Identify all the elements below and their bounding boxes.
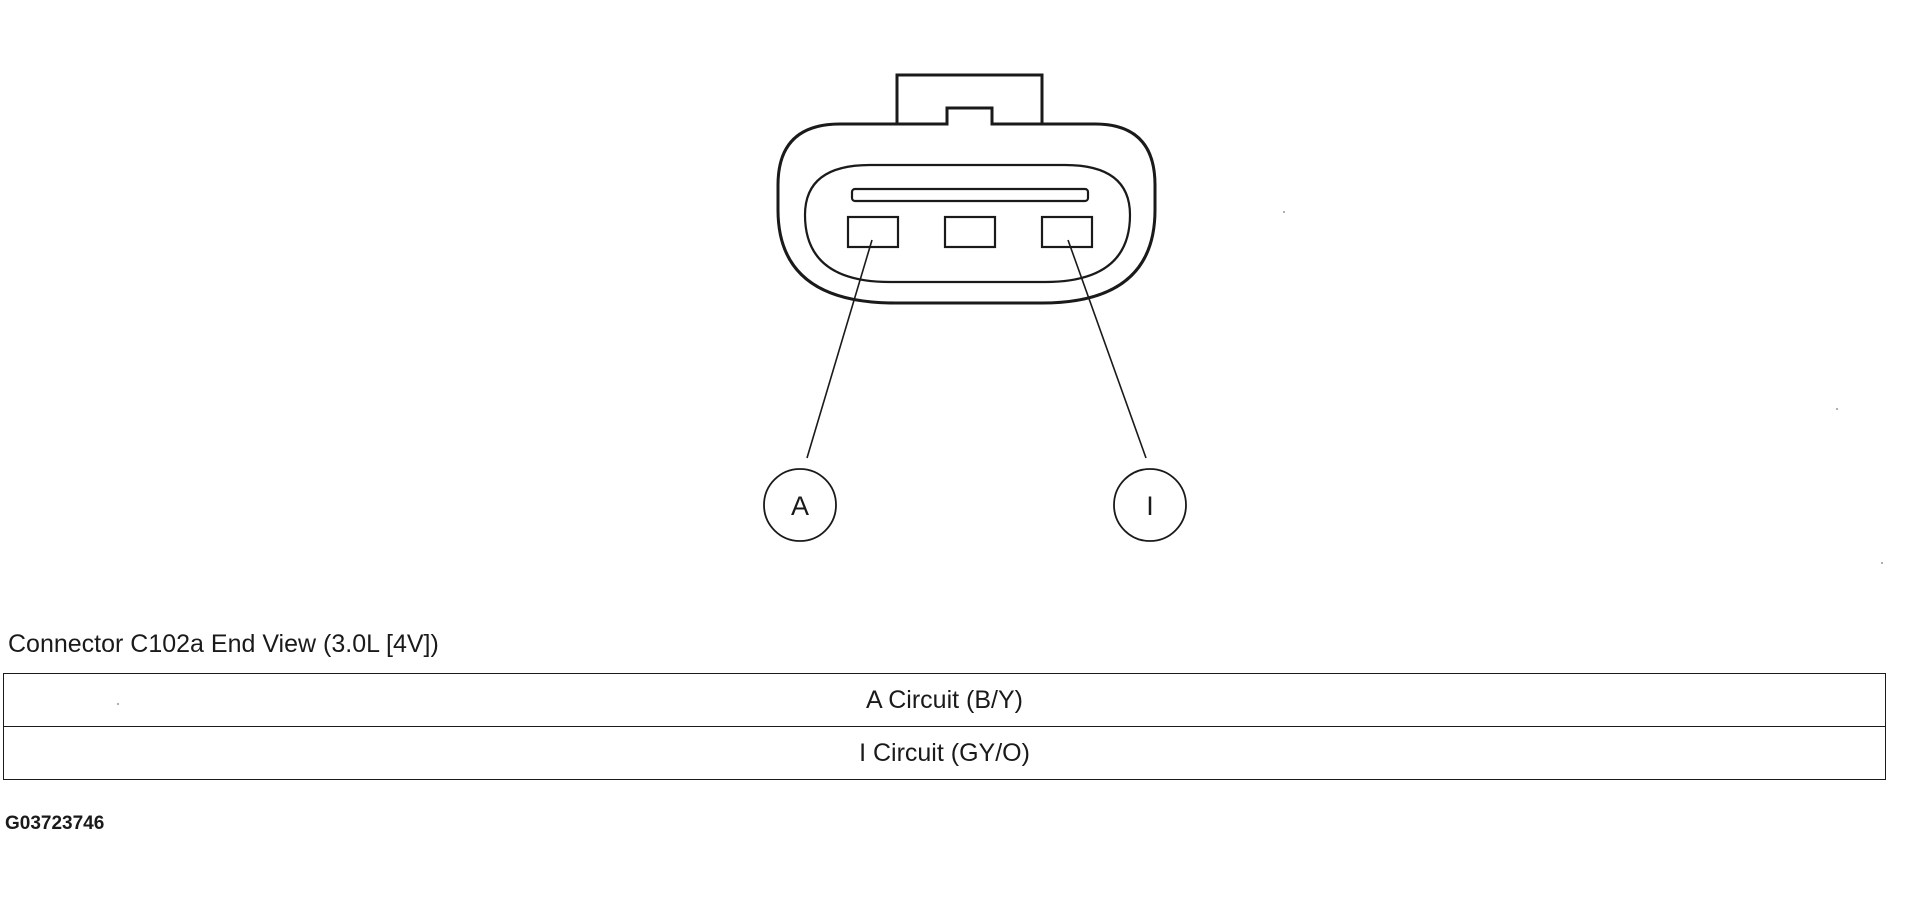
pin-label-i: I <box>1146 491 1154 521</box>
connector-caption: Connector C102a End View (3.0L [4V]) <box>8 630 439 658</box>
pin-label-a: A <box>791 491 809 521</box>
connector-end-view-diagram: A I <box>763 73 1187 542</box>
pin-cavity-a <box>846 215 900 249</box>
connector-outer-housing <box>776 122 1157 305</box>
circuit-table: A Circuit (B/Y) I Circuit (GY/O) <box>3 673 1886 780</box>
connector-tab-notch <box>897 106 1042 126</box>
pin-cavity-i <box>1040 215 1094 249</box>
leader-line-i <box>1067 239 1147 459</box>
scan-speck <box>1283 211 1285 213</box>
circuit-a-cell: A Circuit (B/Y) <box>3 673 1886 727</box>
scan-speck <box>117 703 119 705</box>
table-row: I Circuit (GY/O) <box>3 726 1886 780</box>
connector-key-slot <box>850 187 1090 203</box>
connector-locking-tab <box>895 73 1044 124</box>
scan-speck <box>1836 408 1838 410</box>
circuit-i-cell: I Circuit (GY/O) <box>3 726 1886 780</box>
scan-speck <box>1881 562 1883 564</box>
leader-line-a <box>806 239 873 459</box>
figure-id: G03723746 <box>5 813 105 834</box>
pin-cavity-middle <box>943 215 997 249</box>
pin-callout-i <box>1113 468 1187 542</box>
pin-callout-a <box>763 468 837 542</box>
connector-inner-face <box>803 163 1132 284</box>
table-row: A Circuit (B/Y) <box>3 673 1886 727</box>
